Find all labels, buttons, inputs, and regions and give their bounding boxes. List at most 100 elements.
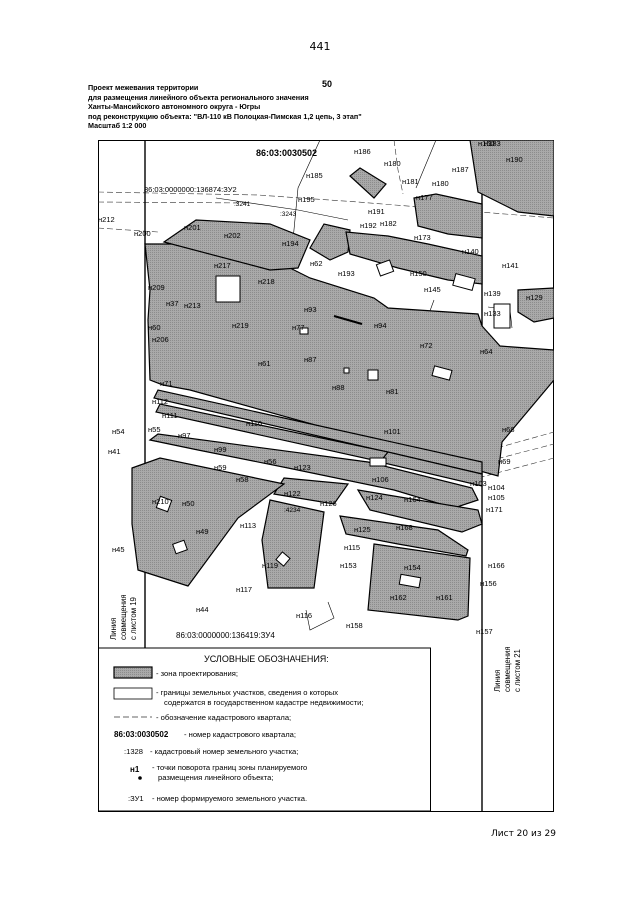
point-label: н58: [236, 475, 248, 484]
point-label: н60: [148, 323, 160, 332]
point-label: н210: [152, 497, 169, 506]
map-header: Проект межевания территории для размещен…: [88, 83, 528, 131]
point-label: н88: [332, 383, 344, 392]
legend-title: УСЛОВНЫЕ ОБОЗНАЧЕНИЯ:: [204, 654, 329, 664]
point-label: н181: [402, 177, 419, 186]
point-label: н154: [404, 563, 421, 572]
quarter-boundary: [98, 140, 554, 481]
point-label: н54: [112, 427, 124, 436]
point-label: н93: [304, 305, 316, 314]
svg-text:Линия: Линия: [493, 670, 502, 692]
point-label: н187: [452, 165, 469, 174]
point-label: н212: [98, 215, 115, 224]
side-label-right: Линия совмещения с листом 21: [493, 646, 522, 692]
parcel-label: 86:03:0000000:136419:ЗУ4: [176, 631, 275, 640]
legend-parcels-2: содержатся в государственном кадастре не…: [164, 698, 364, 707]
legend-parcel-swatch: [113, 687, 153, 700]
point-label: н185: [306, 171, 323, 180]
point-label: н99: [214, 445, 226, 454]
legend-new-desc: - номер формируемого земельного участка.: [152, 794, 307, 803]
point-label: н77: [292, 323, 304, 332]
point-label: н81: [386, 387, 398, 396]
point-label: н94: [374, 321, 386, 330]
point-label: н129: [526, 293, 543, 302]
point-label: н191: [368, 207, 385, 216]
point-label: н71: [160, 379, 172, 388]
legend-new-code: :ЗУ1: [128, 794, 144, 803]
point-label: н182: [380, 219, 397, 228]
legend-point-desc-2: размещения линейного объекта;: [158, 773, 273, 782]
point-label: н158: [346, 621, 363, 630]
point-label: н41: [108, 447, 120, 456]
point-label: н162: [390, 593, 407, 602]
point-label: н133: [484, 309, 501, 318]
page-number: 441: [309, 40, 331, 53]
point-label: н125: [354, 525, 371, 534]
map-labels: 86:03:0030502 86:03:0000000:136874:ЗУ2 :…: [98, 140, 543, 692]
point-label: н44: [196, 605, 208, 614]
point-label: н217: [214, 261, 231, 270]
parcel-label: :3241: [234, 201, 251, 208]
point-label: н219: [232, 321, 249, 330]
svg-text:совмещения: совмещения: [503, 646, 512, 692]
point-label: н164: [404, 495, 421, 504]
point-label: н126: [320, 499, 337, 508]
header-line-1: Проект межевания территории: [88, 83, 199, 92]
point-label: н180: [432, 179, 449, 188]
legend-parcel-desc: - кадастровый номер земельного участка;: [150, 747, 298, 756]
point-label: н97: [178, 431, 190, 440]
point-label: н50: [182, 499, 194, 508]
point-label: н157: [476, 627, 493, 636]
point-label: н200: [134, 229, 151, 238]
point-label: н115: [344, 543, 360, 552]
quarter-number: 86:03:0030502: [256, 148, 317, 158]
map-canvas: 86:03:0030502 86:03:0000000:136874:ЗУ2 :…: [98, 140, 554, 812]
legend-zone-swatch: [113, 666, 153, 679]
point-label: н213: [184, 301, 201, 310]
point-label: н49: [196, 527, 208, 536]
point-label: н56: [264, 457, 276, 466]
header-line-5: Масштаб 1:2 000: [88, 121, 147, 131]
point-label: н140: [462, 247, 479, 256]
point-label: н110: [246, 419, 262, 428]
point-label: н145: [424, 285, 441, 294]
point-label: н104: [488, 483, 505, 492]
point-label: н153: [340, 561, 357, 570]
point-label: н117: [236, 585, 252, 594]
point-label: н173: [414, 233, 431, 242]
point-label: н103: [470, 479, 487, 488]
point-label: н113: [240, 521, 256, 530]
legend-parcels-1: - границы земельных участков, сведения о…: [156, 688, 338, 697]
sheet-code: 50: [322, 79, 333, 89]
legend-quarter-line: - обозначение кадастрового квартала;: [156, 713, 291, 722]
point-label: н166: [488, 561, 505, 570]
point-label: н119: [262, 561, 278, 570]
point-label: н195: [298, 195, 315, 204]
point-label: н106: [372, 475, 389, 484]
legend-quarter-code: 86:03:0030502: [114, 730, 169, 739]
point-label: н206: [152, 335, 169, 344]
point-label: н190: [506, 155, 523, 164]
legend-point-desc-1: - точки поворота границ зоны планируемог…: [152, 763, 307, 772]
point-label: н150: [410, 269, 427, 278]
parcel-label: :4234: [284, 507, 301, 514]
cadastral-map: 86:03:0030502 86:03:0000000:136874:ЗУ2 :…: [98, 140, 554, 812]
point-label: н62: [310, 259, 322, 268]
point-label: н139: [484, 289, 501, 298]
point-label: н45: [112, 545, 124, 554]
point-label: н141: [502, 261, 519, 270]
point-label: н37: [166, 299, 178, 308]
point-label: н72: [420, 341, 432, 350]
svg-text:с листом 19: с листом 19: [129, 597, 138, 640]
sheet-footer: Лист 20 из 29: [491, 829, 556, 839]
legend-zone: - зона проектирования;: [156, 669, 238, 678]
point-label: н55: [148, 425, 160, 434]
point-label: н177: [416, 193, 433, 202]
point-label: н180: [384, 159, 401, 168]
point-label: н218: [258, 277, 275, 286]
point-label: н116: [296, 611, 312, 620]
svg-text:совмещения: совмещения: [119, 594, 128, 640]
header-line-3: Ханты-Мансийского автономного округа - Ю…: [88, 102, 261, 112]
svg-text:с листом 21: с листом 21: [513, 649, 522, 692]
point-label: н87: [304, 355, 316, 364]
